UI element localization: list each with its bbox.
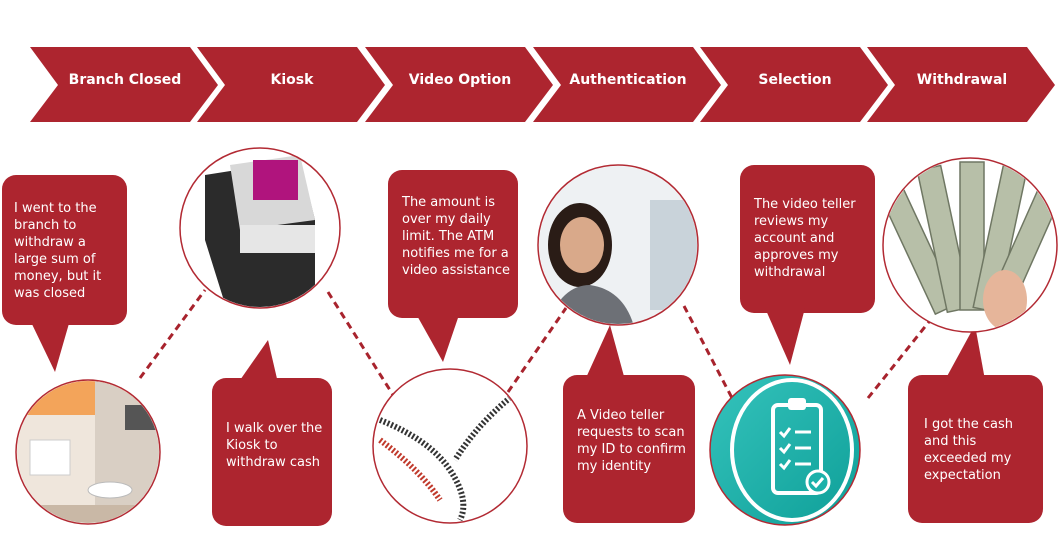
connector-2 — [326, 291, 397, 399]
stage-label-authentication: Authentication — [569, 72, 687, 88]
chevron-video-option — [365, 47, 553, 122]
stage-label-withdrawal: Withdrawal — [916, 72, 1008, 88]
handshake-photo — [372, 368, 528, 524]
bubble-branch-closed: I went to the branch to withdraw a large… — [14, 201, 102, 301]
bubble-authentication: A Video teller requests to scan my ID to… — [577, 408, 686, 474]
call-center-agent-photo — [537, 164, 699, 326]
bubble-video-option: The amount is over my daily limit. The A… — [402, 195, 510, 278]
chevron-selection — [700, 47, 888, 122]
stage-label-branch-closed: Branch Closed — [68, 72, 182, 88]
chevron-withdrawal — [867, 47, 1055, 122]
chevron-kiosk — [197, 47, 385, 122]
connector-3 — [506, 307, 568, 393]
cash-in-hand-photo — [882, 157, 1058, 333]
bank-branch-photo — [15, 379, 161, 525]
bubble-withdrawal: I got the cash and this exceeded my expe… — [924, 417, 1013, 483]
connector-1 — [138, 289, 207, 379]
stage-label-selection: Selection — [758, 72, 832, 88]
chevron-branch-closed — [30, 47, 218, 122]
connector-4 — [682, 305, 734, 399]
chevron-authentication — [533, 47, 721, 122]
clipboard-checklist-icon — [709, 374, 861, 526]
bubble-kiosk: I walk over the Kiosk to withdraw cash — [226, 421, 323, 470]
atm-kiosk-photo — [179, 147, 341, 309]
bubble-selection: The video teller reviews my account and … — [754, 197, 856, 280]
stage-label-video-option: Video Option — [408, 72, 512, 88]
connector-5 — [866, 317, 934, 399]
stage-label-kiosk: Kiosk — [270, 72, 314, 88]
